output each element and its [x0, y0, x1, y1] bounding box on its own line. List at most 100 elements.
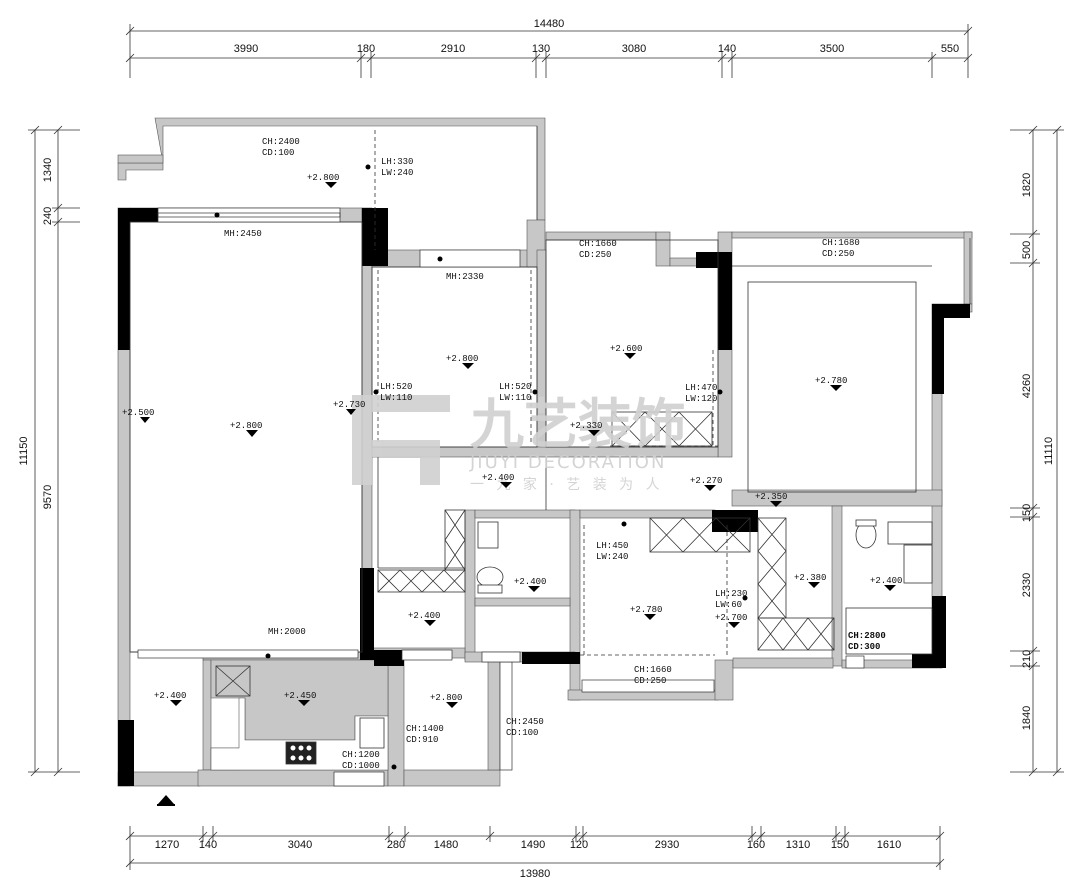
level-marker: +2.330 [570, 421, 602, 436]
level-marker: +2.600 [610, 344, 642, 359]
ceiling-note: CD:100 [262, 148, 294, 158]
ceiling-note: CH:1680 [822, 238, 860, 248]
svg-text:+2.800: +2.800 [430, 693, 462, 703]
ceiling-note: LW:110 [499, 393, 531, 403]
svg-text:+2.600: +2.600 [610, 344, 642, 354]
bottom-total-dim: 13980 [520, 868, 551, 880]
level-marker: +2.700 [715, 613, 747, 628]
bottom-seg-dim: 120 [570, 839, 588, 851]
right-total-dim: 11110 [1043, 437, 1055, 465]
ceiling-note: LW:60 [715, 600, 742, 610]
bottom-seg-dim: 140 [199, 839, 217, 851]
bottom-segment-dims: 1270 140 3040 280 1480 1490 120 2930 160… [155, 839, 901, 851]
entrance-arrow-base [157, 804, 175, 806]
level-marker: +2.400 [514, 577, 546, 592]
ceiling-note: MH:2450 [224, 229, 262, 239]
svg-text:+2.780: +2.780 [630, 605, 662, 615]
svg-text:+2.730: +2.730 [333, 400, 365, 410]
svg-text:+2.450: +2.450 [284, 691, 316, 701]
stove-burners [290, 745, 312, 761]
left-dimension-chain [28, 125, 80, 777]
ceiling-note: LH:520 [380, 382, 412, 392]
windows [137, 126, 971, 787]
ceiling-note: CH:2450 [506, 717, 544, 727]
kitchen-floor [210, 697, 389, 771]
ceiling-note: LH:470 [685, 383, 717, 393]
svg-text:+2.270: +2.270 [690, 476, 722, 486]
ceiling-note: CD:300 [848, 642, 880, 652]
svg-text:+2.800: +2.800 [230, 421, 262, 431]
level-marker: +2.800 [446, 354, 478, 369]
ceiling-note: LW:240 [381, 168, 413, 178]
bottom-seg-dim: 280 [387, 839, 405, 851]
right-seg-dim: 4260 [1021, 374, 1033, 398]
light-markers [214, 164, 748, 770]
wardrobe-cabinets [215, 411, 835, 697]
bottom-seg-dim: 160 [747, 839, 765, 851]
ceiling-note: LH:230 [715, 589, 747, 599]
right-seg-dim: 2330 [1021, 573, 1033, 597]
ceiling-note: MH:2000 [268, 627, 306, 637]
top-seg-dim: 180 [357, 43, 375, 55]
ceiling-note: CH:1400 [406, 724, 444, 734]
bottom-seg-dim: 1270 [155, 839, 179, 851]
watermark-latin: JIUYI DECORATION [469, 452, 666, 473]
ceiling-note: LW:240 [596, 552, 628, 562]
svg-text:+2.330: +2.330 [570, 421, 602, 431]
ceiling-note: CD:910 [406, 735, 438, 745]
svg-text:+2.800: +2.800 [307, 173, 339, 183]
bottom-seg-dim: 150 [831, 839, 849, 851]
level-marker: +2.450 [284, 691, 316, 706]
left-seg-dim: 240 [42, 207, 54, 225]
svg-text:+2.350: +2.350 [755, 492, 787, 502]
right-seg-dim: 210 [1021, 650, 1033, 668]
top-seg-dim: 3500 [820, 43, 844, 55]
right-segment-dims: 1820 500 4260 150 2330 210 1840 [1021, 173, 1033, 730]
level-marker: +2.800 [430, 693, 462, 708]
level-marker: +2.400 [408, 611, 440, 626]
ceiling-note: CD:250 [579, 250, 611, 260]
ceiling-note: CH:1660 [634, 665, 672, 675]
ceiling-note: CD:1000 [342, 761, 380, 771]
top-dimension-chain [125, 24, 973, 78]
ceiling-note: CH:2400 [262, 137, 300, 147]
level-marker: +2.400 [154, 691, 186, 706]
ceiling-note: LH:450 [596, 541, 628, 551]
svg-text:+2.500: +2.500 [122, 408, 154, 418]
top-total-dim: 14480 [534, 18, 565, 30]
ceiling-note: LW:110 [380, 393, 412, 403]
right-seg-dim: 1820 [1021, 173, 1033, 197]
top-seg-dim: 550 [941, 43, 959, 55]
level-marker: +2.800 [307, 173, 339, 188]
svg-text:+2.400: +2.400 [870, 576, 902, 586]
ceiling-note: CD:250 [822, 249, 854, 259]
svg-text:+2.780: +2.780 [815, 376, 847, 386]
ceiling-note: LW:120 [685, 394, 717, 404]
ceiling-notes: CH:2400 CD:100 LH:330 LW:240 MH:2450 MH:… [224, 137, 886, 771]
right-dimension-chain [1010, 125, 1064, 777]
ceiling-note: LH:330 [381, 157, 413, 167]
right-seg-dim: 500 [1021, 241, 1033, 259]
ceiling-note: CD:250 [634, 676, 666, 686]
ceiling-note: CH:2800 [848, 631, 886, 641]
dashed-ceiling-lines [374, 130, 728, 656]
bottom-dimension-chain [125, 826, 945, 870]
bottom-seg-dim: 3040 [288, 839, 312, 851]
right-seg-dim: 150 [1021, 504, 1033, 522]
top-segment-dims: 3990 180 2910 130 3080 140 3500 550 [234, 43, 959, 55]
watermark-logo-icon [352, 395, 450, 485]
bottom-seg-dim: 1310 [786, 839, 810, 851]
svg-text:+2.380: +2.380 [794, 573, 826, 583]
level-marker: +2.800 [230, 421, 262, 437]
ceiling-note: CH:1200 [342, 750, 380, 760]
level-marker: +2.780 [630, 605, 662, 620]
entrance-arrow-icon [158, 795, 174, 804]
level-markers: +2.800 +2.800 +2.500 +2.730 +2.800 +2.60… [122, 173, 902, 708]
left-seg-dim: 1340 [42, 158, 54, 182]
watermark-slogan: 一 九 家 · 艺 装 为 人 [470, 476, 664, 493]
bottom-seg-dim: 1490 [521, 839, 545, 851]
bottom-seg-dim: 1610 [877, 839, 901, 851]
watermark-brand: 九艺装饰 [470, 393, 686, 456]
svg-text:+2.400: +2.400 [408, 611, 440, 621]
